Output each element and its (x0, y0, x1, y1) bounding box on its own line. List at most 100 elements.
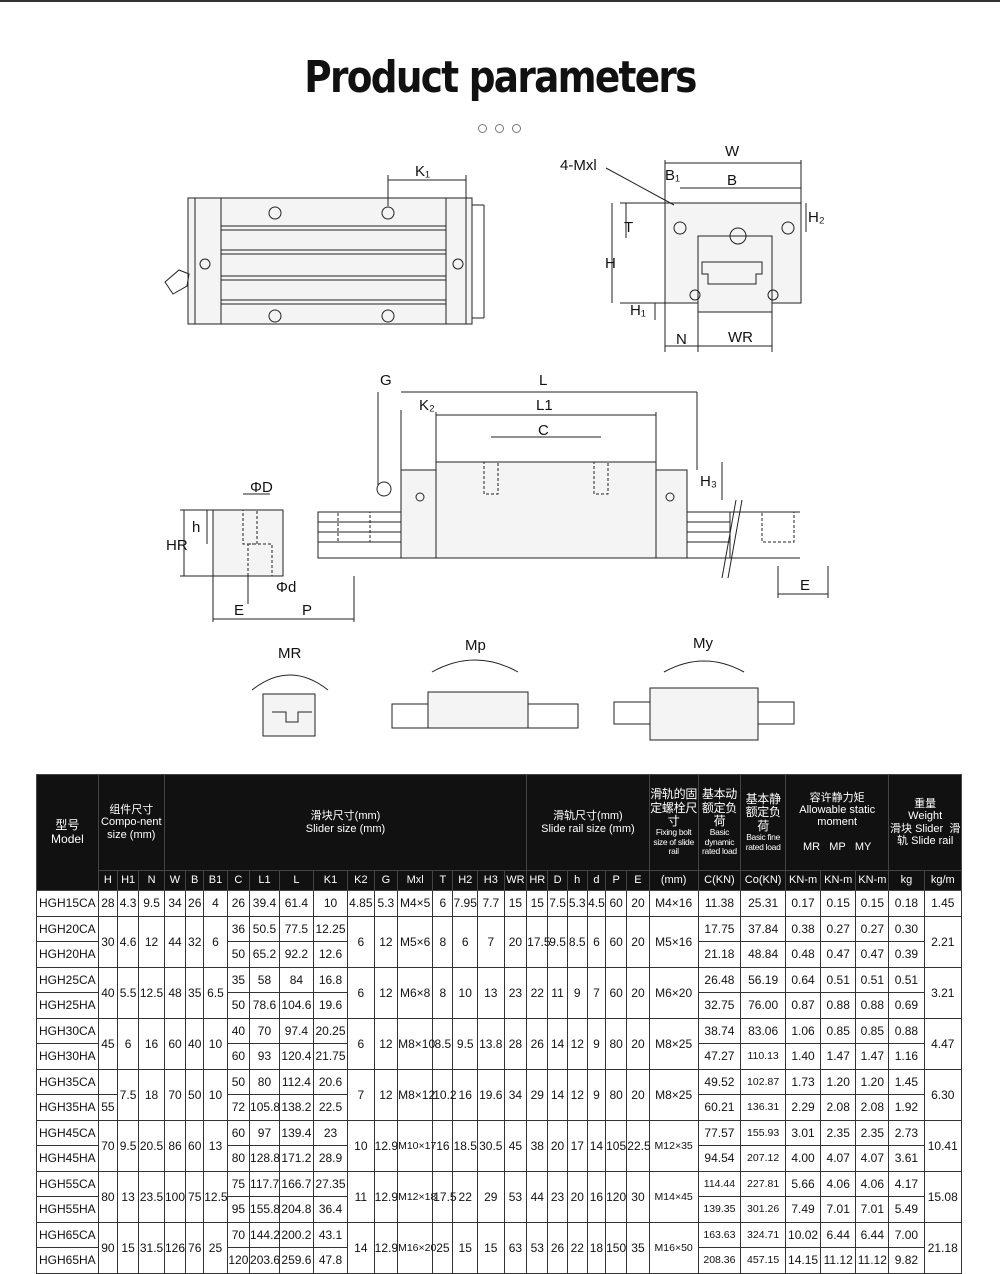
table-cell: 208.36 (697, 1247, 742, 1274)
table-cell: 2.73 (888, 1119, 925, 1146)
table-cell: 0.69 (888, 992, 925, 1019)
table-cell: 12 (373, 1017, 399, 1070)
table-cell: 25.31 (740, 890, 786, 917)
table-cell: 4.06 (820, 1170, 857, 1197)
table-cell: 20 (547, 1119, 568, 1172)
table-cell: 12.25 (312, 915, 349, 942)
table-cell: M6×8 (397, 966, 434, 1019)
table-cell: 60 (604, 890, 628, 917)
page-title: Product parameters (304, 52, 697, 103)
table-cell: 19.6 (476, 1068, 505, 1121)
table-cell: 80 (604, 1068, 628, 1121)
table-cell: 1.47 (855, 1043, 890, 1070)
table-cell: 80 (226, 1145, 251, 1172)
table-cell: 7 (476, 915, 505, 968)
table-cell: M8×25 (648, 1068, 699, 1121)
table-cell: 32.75 (697, 992, 742, 1019)
table-cell: 10.2 (432, 1068, 457, 1121)
table-cell: 21.18 (697, 941, 742, 968)
table-cell: 138.2 (278, 1094, 314, 1121)
table-cell: 30 (97, 915, 118, 968)
table-cell: 11.12 (820, 1247, 857, 1274)
table-cell: 70 (97, 1119, 118, 1172)
top-view-drawing (164, 175, 485, 325)
table-cell: 3.61 (888, 1145, 925, 1172)
table-cell: 26.48 (697, 966, 742, 993)
table-cell: 16 (432, 1119, 454, 1172)
table-cell: 112.4 (278, 1068, 314, 1095)
table-cell: 60.21 (697, 1094, 742, 1121)
table-cell: 45 (97, 1017, 118, 1070)
table-cell: 7.01 (820, 1196, 857, 1223)
table-cell: 120.4 (278, 1043, 314, 1070)
table-cell: 0.18 (888, 890, 925, 917)
table-cell: 3.21 (923, 966, 962, 1019)
table-cell: 61.4 (278, 890, 314, 917)
dim-c-label: C (538, 422, 549, 439)
table-cell: 139.35 (697, 1196, 742, 1223)
table-cell: 0.48 (784, 941, 822, 968)
table-cell: 105.8 (249, 1094, 280, 1121)
table-cell: 26 (547, 1221, 568, 1274)
table-cell: 16.8 (312, 966, 349, 993)
table-cell: 56.19 (740, 966, 786, 993)
dim-n-label: N (676, 331, 687, 348)
table-cell: 37.84 (740, 915, 786, 942)
moment-my-drawing (613, 660, 795, 741)
table-cell: 0.30 (888, 915, 925, 942)
table-cell: 7.95 (452, 890, 478, 917)
table-cell: 44 (526, 1170, 549, 1223)
dim-k2-label: K₂ (419, 397, 435, 414)
table-cell: 4.07 (855, 1145, 890, 1172)
table-cell: 83.06 (740, 1017, 786, 1044)
table-cell: 13 (203, 1119, 228, 1172)
table-cell: 15 (503, 890, 528, 917)
table-cell: 259.6 (278, 1247, 314, 1274)
table-cell: 36 (226, 915, 251, 942)
table-cell: 44 (163, 915, 187, 968)
table-cell: 22 (566, 1221, 588, 1274)
model-cell: HGH20CA (36, 915, 99, 942)
table-cell: 204.8 (278, 1196, 314, 1223)
moment-mp-drawing (391, 659, 579, 729)
model-cell: HGH25CA (36, 966, 99, 993)
table-cell: 6 (116, 1017, 140, 1070)
dot-icon (495, 124, 504, 133)
table-cell: 110.13 (740, 1043, 786, 1070)
dim-h1-label: H₁ (630, 302, 646, 319)
table-cell: 457.15 (740, 1247, 786, 1274)
table-cell: 4 (203, 890, 228, 917)
decorative-dots (478, 124, 521, 133)
table-cell: 0.88 (855, 992, 890, 1019)
table-cell: 9.5 (116, 1119, 140, 1172)
table-cell: 1.45 (923, 890, 962, 917)
table-cell: 80 (249, 1068, 280, 1095)
dim-t-label: T (624, 219, 633, 236)
table-cell: 15 (452, 1221, 478, 1274)
table-cell: 12 (373, 1068, 399, 1121)
table-cell: 38.74 (697, 1017, 742, 1044)
table-cell: 7.7 (476, 890, 505, 917)
table-cell: 126 (163, 1221, 187, 1274)
table-cell: M14×45 (648, 1170, 699, 1223)
table-cell: 0.88 (820, 992, 857, 1019)
table-cell: 7 (586, 966, 606, 1019)
table-cell: 4.3 (116, 890, 140, 917)
table-cell: M8×12 (397, 1068, 435, 1121)
header-slider: 滑块尺寸(mm)Slider size (mm) (163, 774, 528, 871)
table-cell: 12.9 (373, 1170, 399, 1223)
table-cell: 4.06 (855, 1170, 890, 1197)
table-cell: 11.38 (697, 890, 742, 917)
table-cell: 26 (226, 890, 251, 917)
dim-l1-label: L1 (536, 397, 553, 414)
table-cell: 20 (566, 1170, 588, 1223)
table-cell: 6 (347, 915, 375, 968)
table-cell: 0.85 (855, 1017, 890, 1044)
